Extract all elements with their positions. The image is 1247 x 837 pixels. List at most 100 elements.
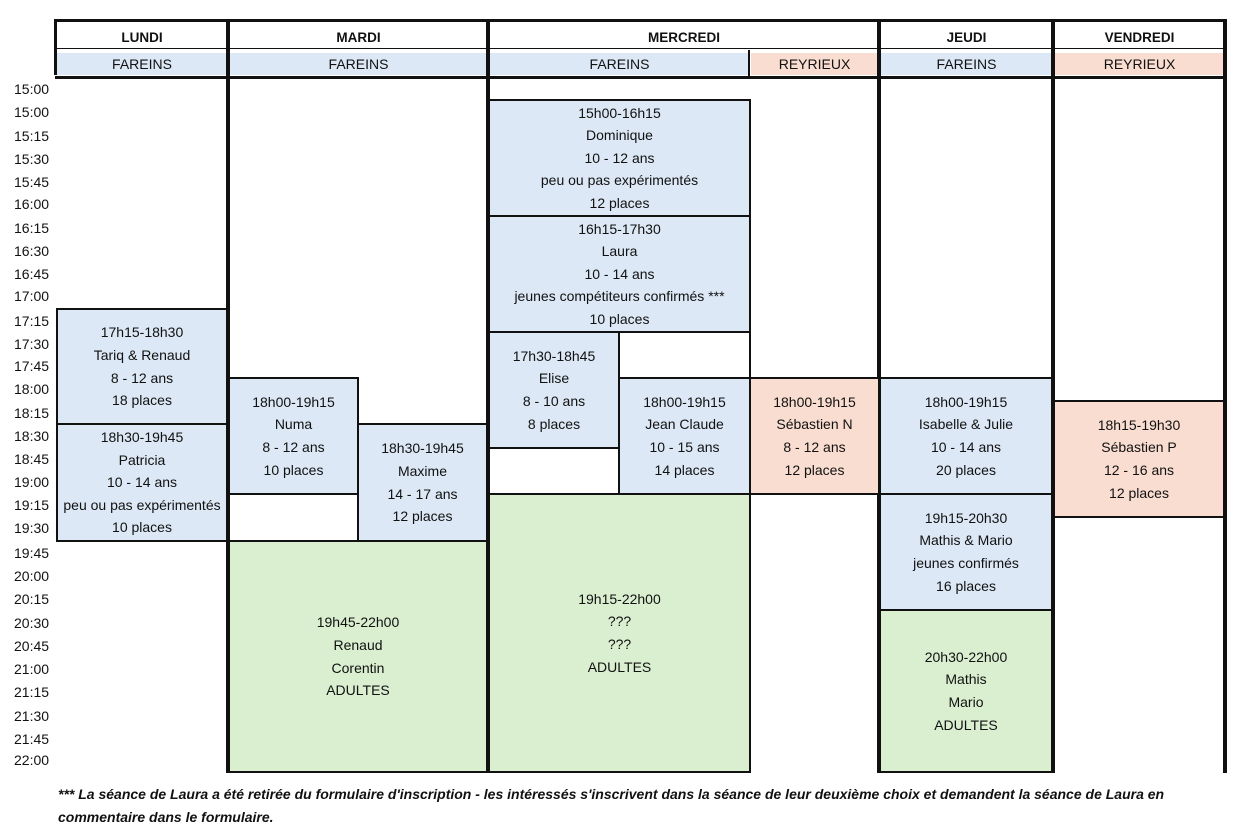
session-age: 10 - 12 ans [584, 149, 655, 166]
session-coach: Tariq & Renaud [93, 346, 191, 363]
session-time: 15h00-16h15 [578, 104, 661, 121]
session-age: 8 - 10 ans [522, 393, 586, 409]
session-places: 12 places [1109, 484, 1169, 501]
session-mercredi-dominique: 15h00-16h15 Dominique 10 - 12 ans peu ou… [488, 99, 751, 217]
session-time: 17h30-18h45 [512, 347, 596, 364]
session-places: 10 places [112, 519, 172, 536]
session-age: 8 - 12 ans [783, 439, 846, 455]
time-label: 17:00 [14, 288, 50, 304]
session-places: 8 places [527, 415, 581, 432]
session-age: 8 - 12 ans [262, 439, 325, 455]
column-border [748, 50, 750, 78]
day-header-mardi: MARDI [230, 27, 487, 49]
session-time: 20h30-22h00 [924, 648, 1008, 665]
session-places: 16 places [936, 577, 996, 594]
session-places: 18 places [112, 392, 172, 409]
session-age: 10 - 15 ans [649, 439, 720, 455]
session-coach: Isabelle & Julie [918, 416, 1014, 433]
time-label: 20:30 [14, 615, 50, 631]
session-coach: Dominique [586, 127, 653, 144]
session-age: 14 - 17 ans [387, 485, 458, 502]
session-mercredi-laura: 16h15-17h30 Laura 10 - 14 ans jeunes com… [488, 215, 751, 333]
session-lundi-tariq-renaud: 17h15-18h30 Tariq & Renaud 8 - 12 ans 18… [56, 308, 228, 425]
session-coach: Jean Claude [645, 416, 724, 433]
session-coach: Sébastien P [1101, 439, 1177, 456]
time-label: 21:45 [14, 731, 50, 747]
empty-cell [488, 447, 620, 495]
session-time: 18h00-19h15 [773, 393, 856, 410]
session-places: 12 places [589, 194, 650, 211]
column-border [1223, 19, 1227, 773]
session-level: peu ou pas expérimentés [540, 172, 699, 189]
session-jeudi-adultes: 20h30-22h00 Mathis Mario ADULTES [879, 609, 1053, 773]
session-mercredi-sebastien-n: 18h00-19h15 Sébastien N 8 - 12 ans 12 pl… [749, 377, 880, 495]
session-mardi-numa: 18h00-19h15 Numa 8 - 12 ans 10 places [228, 377, 359, 495]
session-places: 10 places [589, 310, 650, 327]
session-level: ADULTES [326, 682, 390, 699]
session-mercredi-jean-claude: 18h00-19h15 Jean Claude 10 - 15 ans 14 p… [618, 377, 751, 495]
session-places: 12 places [784, 461, 845, 478]
time-label: 20:00 [14, 568, 50, 584]
session-time: 18h30-19h45 [381, 440, 464, 457]
time-label: 19:00 [14, 474, 50, 490]
time-label: 18:45 [14, 451, 50, 467]
session-coach: ??? [607, 636, 632, 652]
day-header-lundi: LUNDI [57, 27, 227, 49]
location-vendredi: REYRIEUX [1055, 53, 1224, 75]
time-label: 17:30 [14, 336, 50, 352]
session-level: ADULTES [587, 658, 652, 675]
time-label: 15:15 [14, 128, 50, 144]
session-time: 18h00-19h15 [252, 393, 335, 410]
location-lundi: FAREINS [57, 53, 227, 75]
session-coach: Maxime [397, 462, 447, 479]
time-label: 17:45 [14, 358, 50, 374]
session-time: 18h00-19h15 [924, 393, 1008, 410]
location-mercredi-reyrieux: REYRIEUX [751, 53, 878, 75]
session-coach: Patricia [118, 451, 166, 468]
session-age: 10 - 14 ans [106, 474, 178, 491]
session-age: 8 - 12 ans [110, 369, 174, 386]
session-mardi-adultes: 19h45-22h00 Renaud Corentin ADULTES [228, 540, 488, 773]
time-label: 16:00 [14, 196, 50, 212]
time-label: 17:15 [14, 313, 50, 329]
session-jeudi-mathis-mario: 19h15-20h30 Mathis & Mario jeunes confir… [879, 493, 1053, 611]
session-places: 10 places [263, 461, 324, 478]
time-label: 16:45 [14, 266, 50, 282]
session-mercredi-elise: 17h30-18h45 Elise 8 - 10 ans 8 places [488, 331, 620, 449]
time-label: 21:00 [14, 661, 50, 677]
session-coach: Elise [538, 370, 570, 387]
session-coach: Numa [274, 416, 313, 433]
location-jeudi: FAREINS [881, 53, 1052, 75]
time-label: 16:30 [14, 243, 50, 259]
empty-cell [228, 493, 359, 542]
column-border [1051, 19, 1055, 773]
session-mercredi-adultes: 19h15-22h00 ??? ??? ADULTES [488, 493, 751, 773]
session-level: jeunes compétiteurs confirmés *** [514, 288, 725, 305]
day-header-mercredi: MERCREDI [490, 27, 878, 49]
session-time: 18h15-19h30 [1097, 416, 1181, 433]
time-label: 20:45 [14, 638, 50, 654]
empty-cell [618, 331, 751, 379]
time-label: 15:30 [14, 151, 50, 167]
time-label: 22:00 [14, 752, 50, 768]
session-level: jeunes confirmés [913, 555, 1019, 571]
session-age: 10 - 14 ans [584, 265, 655, 282]
time-label: 18:15 [14, 405, 50, 421]
session-jeudi-isabelle-julie: 18h00-19h15 Isabelle & Julie 10 - 14 ans… [879, 377, 1053, 495]
table-top-border [55, 19, 1226, 22]
session-coach: Mathis & Mario [919, 532, 1013, 549]
time-label: 19:15 [14, 497, 50, 513]
time-label: 21:15 [14, 684, 50, 700]
session-lundi-patricia: 18h30-19h45 Patricia 10 - 14 ans peu ou … [56, 423, 228, 542]
session-age: 10 - 14 ans [930, 439, 1002, 455]
session-coach: Mario [948, 694, 984, 710]
session-time: 18h00-19h15 [643, 393, 726, 410]
time-label: 19:30 [14, 520, 50, 536]
time-label: 15:00 [14, 81, 50, 97]
day-header-vendredi: VENDREDI [1055, 27, 1224, 49]
session-coach: Corentin [331, 659, 385, 676]
session-time: 19h15-20h30 [924, 509, 1008, 526]
session-coach: Renaud [333, 636, 383, 653]
time-label: 21:30 [14, 708, 50, 724]
session-time: 19h45-22h00 [316, 614, 400, 631]
